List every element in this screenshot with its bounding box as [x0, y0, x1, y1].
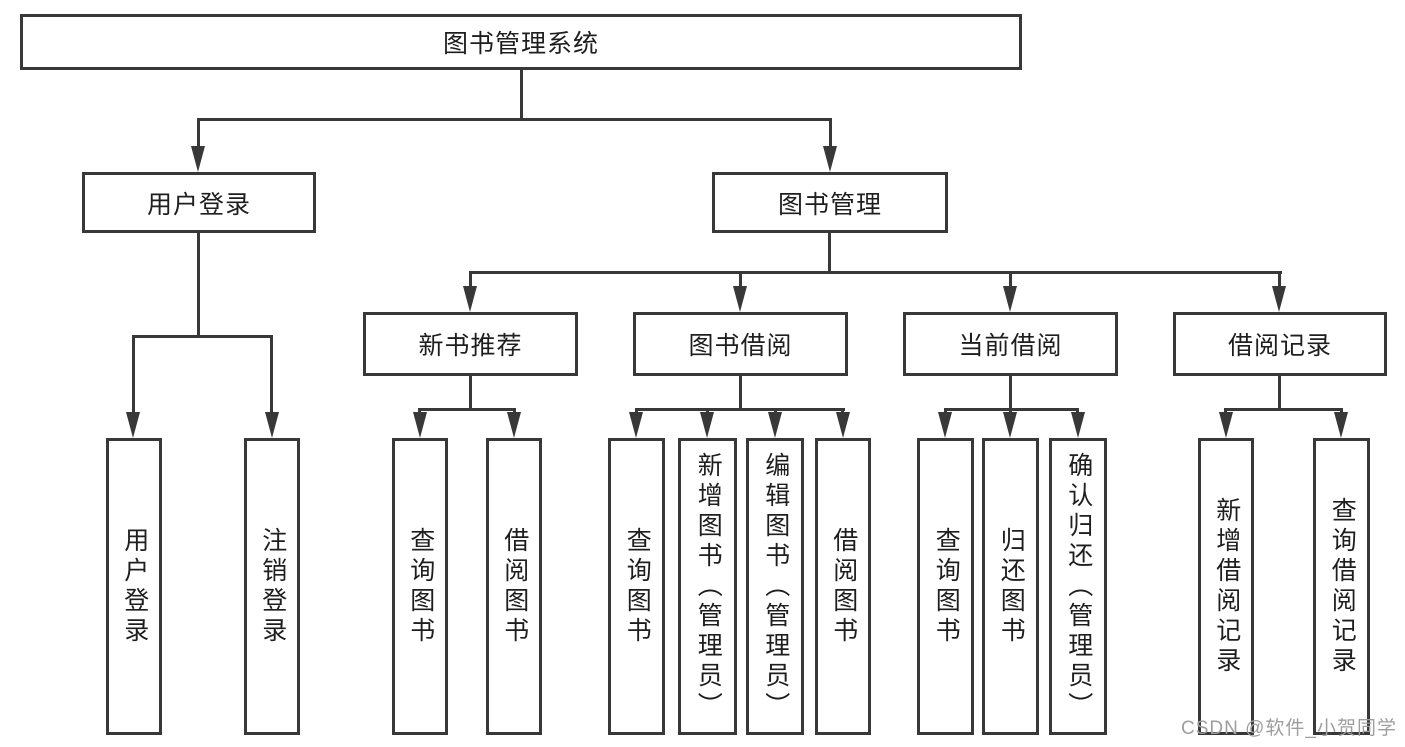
connector-line [739, 271, 742, 286]
connector-line [469, 376, 472, 408]
node-label: 查询借阅记录 [1328, 496, 1357, 677]
connector-line [828, 233, 831, 271]
connector-line [520, 70, 523, 118]
arrowhead [1003, 286, 1017, 312]
connector-line [1278, 376, 1281, 408]
connector-line [706, 408, 709, 414]
node-label: 借阅记录 [1227, 332, 1332, 360]
connector-line [1009, 376, 1012, 408]
node-label: 新书推荐 [418, 332, 523, 360]
node-borrowing-records: 借阅记录 [1173, 312, 1387, 376]
arrowhead [191, 146, 205, 172]
connector-line [829, 118, 832, 146]
connector-line [635, 408, 638, 414]
connector-line [1340, 408, 1343, 414]
connector-line [197, 118, 200, 146]
node-label: 图书管理 [777, 190, 882, 219]
node-label: 新增借阅记录 [1212, 496, 1241, 677]
leaf-query-books-borrowing: 查询图书 [608, 438, 665, 735]
connector-line [418, 408, 516, 411]
node-label: 注销登录 [258, 526, 287, 647]
arrowhead [733, 286, 747, 312]
connector-line [739, 376, 742, 408]
watermark-text: CSDN @软件_小贺同学 [1181, 718, 1397, 739]
connector-line [1224, 408, 1343, 411]
connector-line [132, 335, 135, 412]
node-new-book-recommendation: 新书推荐 [363, 312, 578, 376]
arrowhead [1003, 412, 1017, 438]
node-label: 查询图书 [406, 526, 435, 647]
node-label: 新增图书（管理员） [694, 451, 723, 722]
node-label: 归还图书 [997, 526, 1026, 647]
arrowhead [1071, 412, 1085, 438]
node-book-management: 图书管理 [712, 172, 948, 233]
arrowhead [126, 412, 140, 438]
node-user-login: 用户登录 [82, 172, 316, 233]
leaf-query-borrow-record: 查询借阅记录 [1313, 438, 1370, 735]
node-label: 借阅图书 [500, 526, 529, 647]
arrowhead [823, 146, 837, 172]
connector-line [1278, 271, 1281, 286]
connector-line [944, 408, 947, 414]
node-label: 用户登录 [120, 526, 149, 647]
connector-line [635, 408, 845, 411]
connector-line [774, 408, 777, 414]
connector-line [132, 335, 273, 338]
leaf-query-books-current: 查询图书 [917, 438, 974, 735]
arrowhead [1219, 412, 1233, 438]
arrowhead [629, 412, 643, 438]
leaf-borrow-books-borrowing: 借阅图书 [815, 438, 871, 735]
node-label: 用户登录 [146, 190, 251, 219]
node-book-borrowing: 图书借阅 [633, 312, 848, 376]
node-label: 图书管理系统 [442, 30, 599, 58]
connector-line [1009, 408, 1012, 414]
arrowhead [768, 412, 782, 438]
arrowhead [463, 286, 477, 312]
connector-line [197, 118, 832, 121]
connector-line [418, 408, 421, 414]
node-label: 查询图书 [623, 526, 652, 647]
node-label: 当前借阅 [958, 332, 1063, 360]
connector-line [841, 408, 844, 414]
leaf-confirm-return-admin: 确认归还（管理员） [1049, 438, 1107, 735]
node-label: 借阅图书 [829, 526, 858, 647]
node-label: 确认归还（管理员） [1064, 451, 1093, 722]
connector-line [469, 271, 472, 286]
arrowhead [1272, 286, 1286, 312]
connector-line [1076, 408, 1079, 414]
leaf-user-login: 用户登录 [106, 438, 162, 735]
connector-line [1009, 271, 1012, 286]
connector-line [513, 408, 516, 414]
arrowhead [413, 412, 427, 438]
connector-line [270, 335, 273, 412]
connector-line [469, 271, 1282, 274]
arrowhead [1334, 412, 1348, 438]
arrowhead [265, 412, 279, 438]
leaf-borrow-books-recommend: 借阅图书 [486, 438, 542, 735]
arrowhead [836, 412, 850, 438]
connector-line [1224, 408, 1227, 414]
leaf-add-books-admin: 新增图书（管理员） [678, 438, 737, 735]
node-label: 图书借阅 [688, 332, 793, 360]
leaf-query-books-recommend: 查询图书 [392, 438, 448, 735]
arrowhead [700, 412, 714, 438]
arrowhead [507, 412, 521, 438]
node-label: 编辑图书（管理员） [761, 451, 790, 722]
arrowhead [938, 412, 952, 438]
node-label: 查询图书 [932, 526, 961, 647]
node-current-borrowing: 当前借阅 [903, 312, 1118, 376]
leaf-return-books: 归还图书 [982, 438, 1039, 735]
node-library-management-system: 图书管理系统 [20, 14, 1022, 70]
connector-line [197, 233, 200, 335]
leaf-logout: 注销登录 [244, 438, 300, 735]
leaf-add-borrow-record: 新增借阅记录 [1198, 438, 1254, 735]
leaf-edit-books-admin: 编辑图书（管理员） [746, 438, 804, 735]
